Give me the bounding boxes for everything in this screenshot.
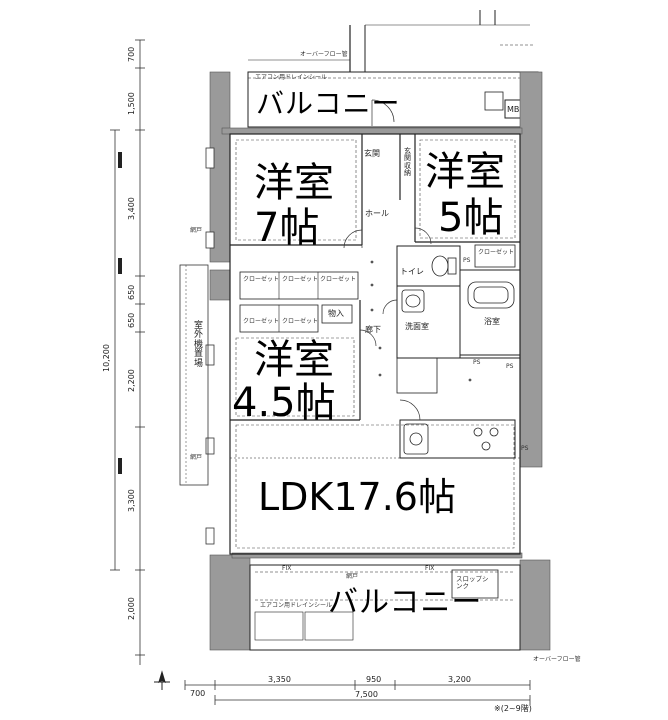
dim-left-650-a: 650 [127,284,136,300]
dashed-outlines [235,139,516,549]
overflow-pipe-note-2: オーバーフロー管 [533,656,581,663]
toilet-label: トイレ [400,267,424,276]
balcony-bottom-label: バルコニー [328,585,483,620]
aircon-drain-note-2: エアコン用ドレインシール [260,602,333,609]
ps-label-3: PS [506,363,514,370]
closet-label-1: クローゼット [243,276,280,283]
bottom-balcony [249,564,521,651]
dim-left-700: 700 [127,46,136,62]
top-balcony [247,10,539,128]
mb-label: MB [507,105,520,114]
ldk-label: LDK17.6帖 [258,475,456,519]
closet-label-6: クローゼット [478,249,515,256]
hall-label: ホール [365,209,389,218]
corridor-label: 廊下 [365,325,381,334]
netsuke-label-3: 網戸 [190,227,203,234]
closet-label-2: クローゼット [282,276,319,283]
edge-marks [118,152,122,474]
netsuke-label-2: 網戸 [190,454,203,461]
interior-walls [229,133,521,555]
dim-left-2200: 2,200 [127,369,136,392]
washroom-label: 洗面室 [405,322,429,331]
ps-label-2: PS [473,359,481,366]
hall-dots [370,260,472,382]
aircon-drain-note-1: エアコン用ドレインシール [255,74,328,81]
left-windows [205,147,215,545]
toilet-fixture [431,255,457,277]
ps-label-4: PS [521,445,529,452]
dim-left-1500: 1,500 [127,92,136,115]
dim-bottom-total: 7,500 [355,690,378,699]
genkan-label: 玄関 [364,149,380,158]
dim-left-2000: 2,000 [127,597,136,620]
ps-label-1: PS [463,257,471,264]
dim-bottom-3200: 3,200 [448,675,471,684]
left-dimension-line [110,39,145,665]
room-4-5jo-size: 4.5帖 [232,380,336,426]
room-5jo-title: 洋室 [425,149,505,195]
dim-bottom-3350: 3,350 [268,675,291,684]
closet-label-3: クローゼット [320,276,357,283]
washbasin [401,289,425,313]
dim-bottom-950: 950 [366,675,382,684]
room-7jo-title: 洋室 [254,160,334,206]
outdoor-unit-label: 室外機置場 [194,321,204,369]
dim-left-650-b: 650 [127,312,136,328]
room-4-5jo-title: 洋室 [254,337,334,383]
bathtub [467,281,515,309]
closet-label-5: クローゼット [282,318,319,325]
bottom-dimension-line [184,680,531,705]
dim-bottom-700: 700 [190,689,206,698]
shoe-closet-label: 玄関収納 [404,147,411,178]
overflow-pipe-note-1: オーバーフロー管 [300,51,348,58]
room-7jo-size: 7帖 [254,205,320,251]
door-swings [343,99,432,421]
fix-label-2: FIX [425,565,435,572]
closet-label-4: クローゼット [243,318,280,325]
netsuke-label-1: 網戸 [346,573,359,580]
dim-left-total: 10,200 [102,344,111,372]
kitchen-fixtures [403,423,499,455]
slop-sink-label: スロップシンク [456,575,489,590]
outdoor-unit-area [179,264,209,486]
outer-walls [209,71,551,651]
dim-left-3400: 3,400 [127,197,136,220]
dim-left-3300: 3,300 [127,489,136,512]
footnote: ※(2~9階) [494,704,532,713]
storage-label: 物入 [328,309,344,318]
compass-icon [154,670,170,690]
balcony-top-label: バルコニー [256,87,401,120]
fix-label-1: FIX [282,565,292,572]
room-5jo-size: 5帖 [438,195,504,241]
bathroom-label: 浴室 [484,317,500,326]
